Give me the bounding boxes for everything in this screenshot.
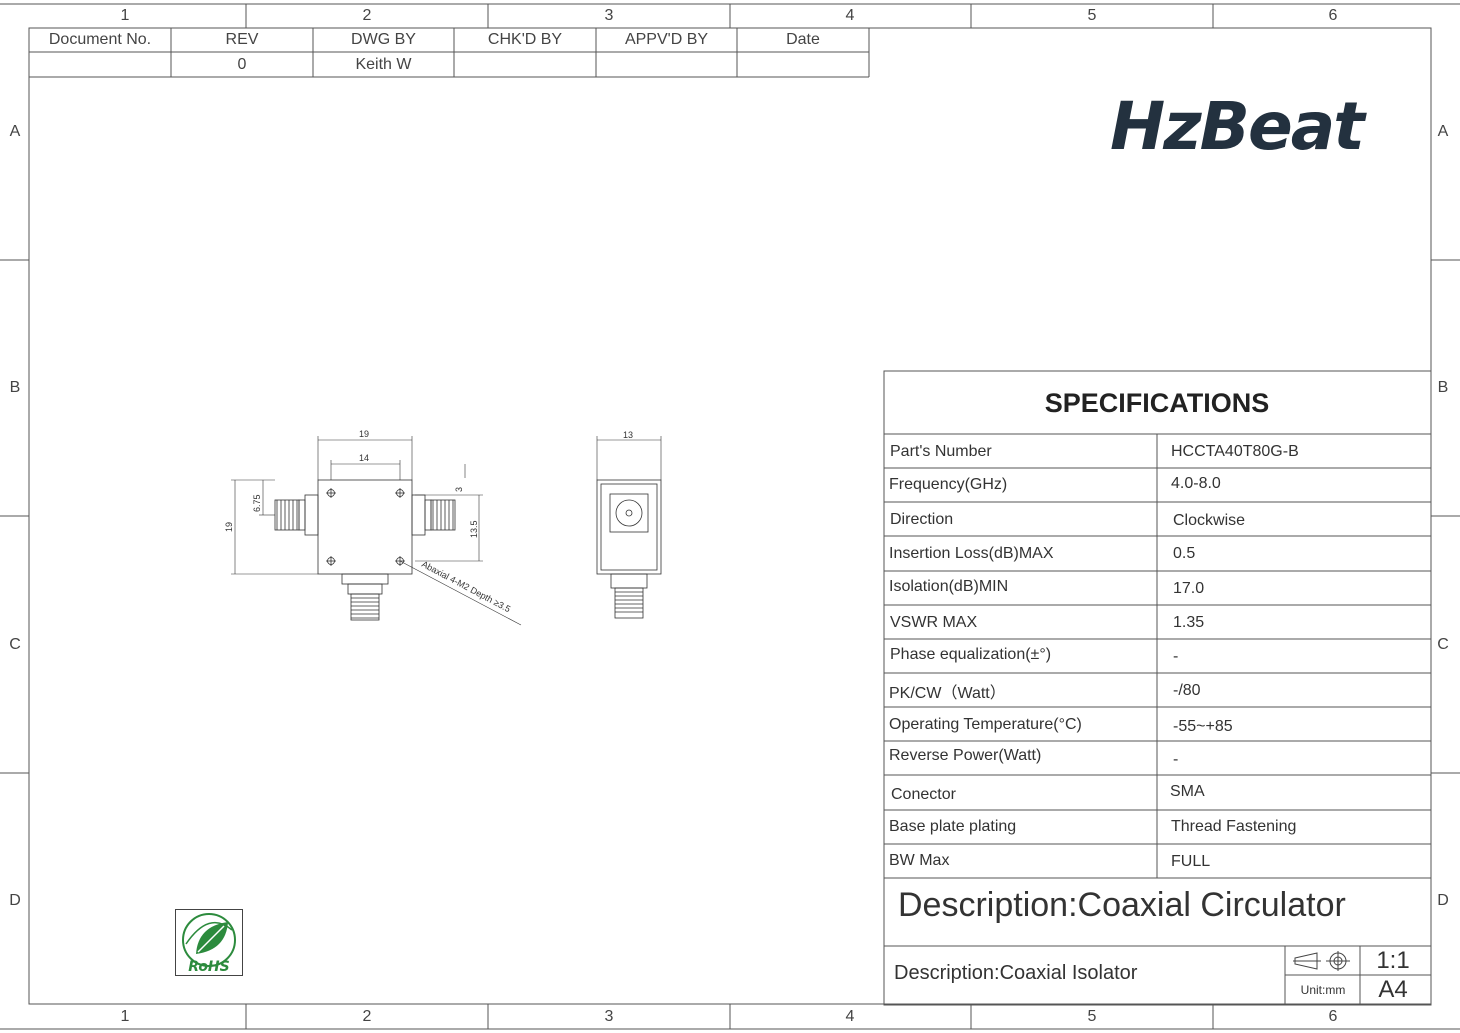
spec-label: Operating Temperature(°C) bbox=[889, 716, 1082, 733]
spec-label: Conector bbox=[891, 786, 956, 803]
zone-col-2-bottom: 2 bbox=[362, 1008, 372, 1025]
spec-label: BW Max bbox=[889, 852, 950, 869]
spec-label: VSWR MAX bbox=[890, 614, 978, 631]
spec-label: Isolation(dB)MIN bbox=[889, 578, 1009, 595]
header-chkd-by: CHK'D BY bbox=[487, 31, 563, 48]
zone-row-a-right: A bbox=[1437, 123, 1449, 140]
spec-label: Reverse Power(Watt) bbox=[889, 747, 1042, 764]
spec-value: Thread Fastening bbox=[1171, 818, 1297, 835]
header-appvd-by: APPV'D BY bbox=[624, 31, 709, 48]
zone-row-a-left: A bbox=[9, 123, 21, 140]
value-dwg-by: Keith W bbox=[355, 56, 412, 73]
zone-col-1-bottom: 1 bbox=[120, 1008, 130, 1025]
dim-width-outer: 19 bbox=[359, 429, 369, 439]
zone-col-3-bottom: 3 bbox=[604, 1008, 614, 1025]
zone-row-c-left: C bbox=[9, 636, 21, 653]
dim-width-inner: 14 bbox=[359, 453, 369, 463]
dim-side-width: 13 bbox=[623, 430, 633, 440]
value-document-no bbox=[29, 53, 171, 77]
value-rev: 0 bbox=[237, 56, 247, 73]
zone-row-b-right: B bbox=[1437, 379, 1449, 396]
spec-label: Insertion Loss(dB)MAX bbox=[889, 545, 1054, 562]
dim-hole-offset: 3 bbox=[454, 487, 464, 492]
zone-row-d-left: D bbox=[9, 892, 21, 909]
zone-col-3-top: 3 bbox=[604, 7, 614, 24]
description-sub: Description:Coaxial Isolator bbox=[894, 962, 1138, 984]
zone-col-6-top: 6 bbox=[1328, 7, 1338, 24]
specifications-title: SPECIFICATIONS bbox=[1044, 387, 1270, 418]
spec-label: Part's Number bbox=[890, 443, 992, 460]
spec-value: 17.0 bbox=[1173, 580, 1205, 597]
body-outline bbox=[317, 479, 413, 575]
header-document-no: Document No. bbox=[48, 31, 152, 48]
rohs-leaf-icon bbox=[182, 913, 236, 967]
right-connector bbox=[411, 494, 456, 536]
spec-value: SMA bbox=[1170, 783, 1205, 800]
spec-label: Frequency(GHz) bbox=[889, 476, 1008, 493]
header-date: Date bbox=[786, 31, 820, 48]
unit-label: Unit:mm bbox=[1300, 983, 1346, 997]
dim-height: 19 bbox=[224, 522, 234, 532]
mounting-holes bbox=[326, 488, 405, 566]
spec-value: FULL bbox=[1171, 853, 1211, 870]
spec-value: -/80 bbox=[1173, 682, 1201, 699]
spec-value: - bbox=[1173, 751, 1179, 768]
spec-label: Base plate plating bbox=[889, 818, 1017, 835]
spec-value: 4.0-8.0 bbox=[1171, 475, 1221, 492]
zone-col-4-bottom: 4 bbox=[845, 1008, 855, 1025]
value-appvd-by bbox=[596, 53, 737, 77]
rohs-logo: RoHS bbox=[175, 909, 243, 976]
scale-label: 1:1 bbox=[1376, 947, 1410, 974]
rohs-text: RoHS bbox=[188, 959, 230, 975]
paper-size-label: A4 bbox=[1378, 976, 1408, 1003]
spec-label: Phase equalization(±°) bbox=[890, 646, 1052, 663]
left-connector bbox=[274, 494, 319, 536]
spec-value: - bbox=[1173, 648, 1179, 665]
hole-note: Abaxial 4-M2 Depth ≥3.5 bbox=[420, 559, 512, 614]
description-main: Description:Coaxial Circulator bbox=[898, 886, 1346, 924]
zone-col-5-bottom: 5 bbox=[1087, 1008, 1097, 1025]
spec-value: -55~+85 bbox=[1173, 718, 1233, 735]
spec-label: PK/CW（Watt） bbox=[889, 685, 1006, 702]
spec-value: 0.5 bbox=[1173, 545, 1196, 562]
spec-value: 1.35 bbox=[1173, 614, 1205, 631]
zone-row-c-right: C bbox=[1437, 636, 1449, 653]
zone-col-6-bottom: 6 bbox=[1328, 1008, 1338, 1025]
zone-col-4-top: 4 bbox=[845, 7, 855, 24]
zone-row-d-right: D bbox=[1437, 892, 1449, 909]
isolator-drawing: 19 14 19 6.75 3 13.5 Abaxial 4-M2 Depth … bbox=[224, 429, 522, 626]
header-rev: REV bbox=[225, 31, 259, 48]
value-date bbox=[737, 53, 869, 77]
side-view-drawing: 13 bbox=[596, 430, 662, 619]
dimension-lines bbox=[231, 436, 522, 626]
zone-col-5-top: 5 bbox=[1087, 7, 1097, 24]
projection-symbol-icon bbox=[1293, 951, 1350, 971]
spec-value: Clockwise bbox=[1173, 512, 1246, 529]
spec-label: Direction bbox=[890, 511, 954, 528]
bottom-connector bbox=[341, 573, 389, 621]
value-chkd-by bbox=[454, 53, 596, 77]
zone-col-1-top: 1 bbox=[120, 7, 130, 24]
zone-row-b-left: B bbox=[9, 379, 21, 396]
dim-hole-spacing: 13.5 bbox=[469, 520, 479, 538]
header-dwg-by: DWG BY bbox=[351, 31, 416, 48]
company-logo: HzBeat bbox=[1110, 88, 1365, 165]
spec-value: HCCTA40T80G-B bbox=[1171, 443, 1299, 460]
dim-port-offset: 6.75 bbox=[252, 494, 262, 512]
zone-col-2-top: 2 bbox=[362, 7, 372, 24]
